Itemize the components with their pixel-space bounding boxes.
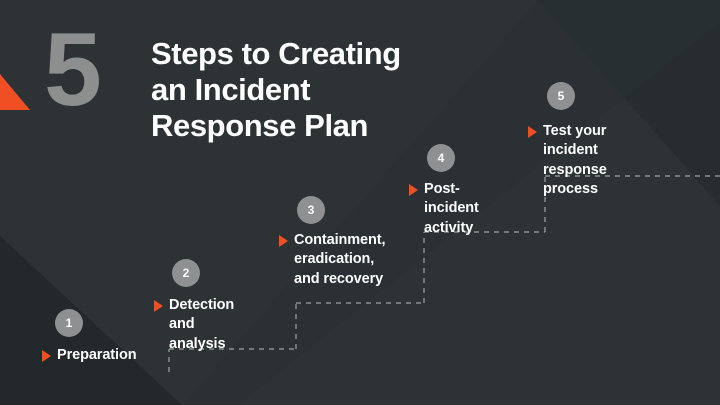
- step-4-body: Post-incident activity: [409, 180, 479, 238]
- step-4-label: Post-incident activity: [424, 181, 479, 236]
- triangle-bullet-icon: [409, 184, 418, 196]
- step-1-body: Preparation: [42, 346, 137, 365]
- big-step-count: 5: [44, 12, 102, 128]
- step-3-badge: 3: [297, 196, 325, 224]
- step-5-label: Test your incident response process: [543, 123, 607, 197]
- step-3-body: Containment, eradication, and recovery: [279, 231, 386, 289]
- step-3-label: Containment, eradication, and recovery: [294, 232, 386, 287]
- step-1-label: Preparation: [57, 347, 137, 363]
- step-2-label: Detection and analysis: [169, 297, 235, 352]
- triangle-bullet-icon: [154, 300, 163, 312]
- step-2-body: Detection and analysis: [154, 296, 234, 354]
- step-4-badge: 4: [427, 144, 455, 172]
- orange-corner-triangle: [0, 74, 30, 110]
- title-line-3: Response Plan: [151, 107, 369, 143]
- step-5-badge: 5: [547, 82, 575, 110]
- page-title: Steps to Creating an Incident Response P…: [151, 36, 481, 144]
- title-line-2: an Incident: [151, 71, 311, 107]
- triangle-bullet-icon: [528, 126, 537, 138]
- triangle-bullet-icon: [42, 350, 51, 362]
- triangle-bullet-icon: [279, 235, 288, 247]
- step-1-badge: 1: [55, 309, 83, 337]
- step-2-badge: 2: [172, 259, 200, 287]
- step-5-body: Test your incident response process: [528, 122, 607, 199]
- title-line-1: Steps to Creating: [151, 36, 401, 71]
